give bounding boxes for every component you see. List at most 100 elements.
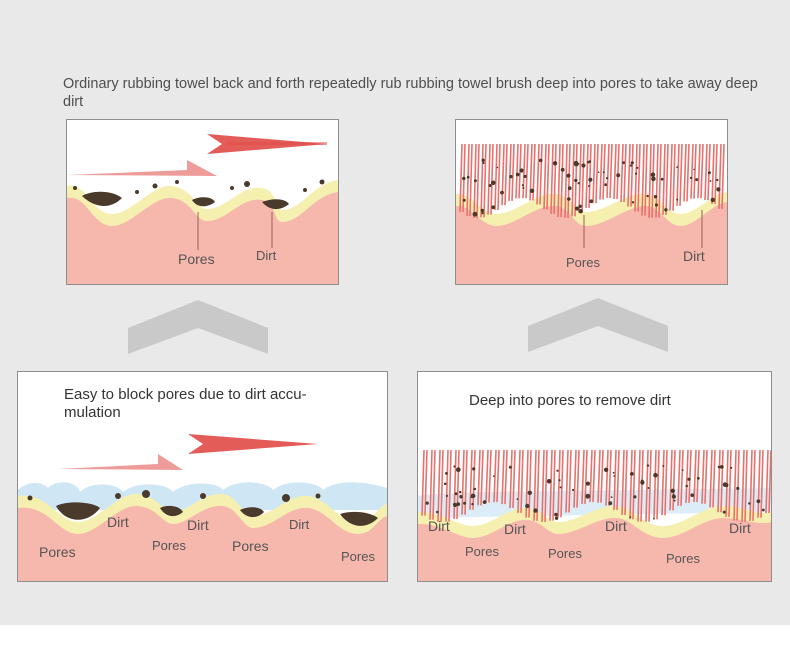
bristle — [669, 143, 676, 211]
dirt-speck — [496, 166, 499, 169]
pores-label: Pores — [232, 538, 269, 554]
dirt-speck — [482, 161, 485, 165]
dirt-speck — [689, 176, 693, 180]
dirt-speck — [559, 486, 562, 489]
pores-label: Pores — [465, 544, 499, 559]
dirt-speck — [459, 495, 463, 499]
dirt-speck — [654, 203, 658, 207]
dirt-label: Dirt — [107, 514, 129, 530]
panel-deep-clean: Deep into pores to remove dirt Dirt Pore… — [417, 371, 772, 582]
dirt-speck — [521, 184, 524, 187]
dirt-speck — [610, 496, 613, 498]
dirt-speck — [516, 498, 519, 500]
dirt-speck — [719, 465, 724, 469]
dirt-speck — [631, 201, 635, 204]
brush-bristles — [459, 143, 725, 218]
bristle — [627, 143, 634, 207]
dirt-speck — [660, 177, 664, 181]
dirt-speck — [445, 494, 448, 497]
dirt-speck — [538, 158, 543, 163]
dirt-speck — [578, 204, 582, 208]
chevron-up-icon — [528, 298, 668, 352]
dirt-speck — [696, 476, 700, 480]
bristle — [485, 449, 492, 503]
bristle — [421, 449, 428, 516]
dirt-speck — [676, 198, 679, 201]
top-caption: Ordinary rubbing towel back and forth re… — [63, 76, 758, 110]
dirt-speck — [575, 206, 579, 211]
dirt-speck — [500, 190, 504, 195]
dirt-speck — [481, 211, 484, 215]
dirt-speck — [456, 502, 461, 506]
dirt-speck — [574, 178, 578, 183]
dirt-speck — [482, 500, 487, 504]
dirt-speck — [552, 161, 558, 166]
dirt-speck — [736, 486, 740, 490]
dirt-speck — [603, 467, 609, 472]
bristle — [717, 449, 724, 513]
dirt-speck — [646, 464, 650, 467]
pores-label: Pores — [178, 251, 215, 267]
dirt-speck — [653, 518, 655, 520]
dirt-speck — [662, 465, 665, 467]
bristle — [733, 449, 740, 521]
dirt-speck — [470, 496, 472, 499]
dirt-speck — [629, 516, 632, 519]
dirt-speck — [710, 197, 715, 203]
dirt-speck — [493, 475, 495, 478]
dirt-speck — [676, 166, 678, 168]
bristle — [693, 449, 700, 503]
bristle — [578, 143, 585, 213]
dirt-label: Dirt — [289, 517, 310, 532]
dirt-speck — [597, 171, 600, 173]
dirt-speck — [572, 488, 575, 492]
dirt-speck — [716, 178, 719, 182]
bristle — [493, 449, 500, 503]
bristle — [718, 143, 725, 209]
dirt-speck — [687, 477, 691, 481]
dirt-speck — [436, 510, 439, 514]
dirt-speck — [761, 508, 765, 512]
dirt-speck — [717, 465, 721, 469]
bristle — [509, 449, 516, 509]
dirt-speck — [602, 171, 605, 174]
skin-illustration-brush — [456, 143, 727, 284]
dirt-speck — [554, 512, 558, 517]
dirt-speck — [525, 503, 530, 509]
dirt-speck — [472, 211, 478, 217]
dirt-speck — [647, 487, 650, 489]
bristle — [711, 143, 718, 204]
dirt-speck — [443, 482, 447, 486]
bristle — [508, 143, 515, 201]
dirt-speck — [566, 173, 571, 178]
dirt-speck — [695, 178, 699, 182]
bristle — [653, 449, 660, 520]
bristle — [741, 449, 748, 523]
bristle — [469, 449, 476, 510]
page-footer-strip — [0, 625, 790, 668]
bristle — [557, 143, 564, 218]
dirt-speck — [453, 502, 457, 507]
dirt-speck — [629, 164, 633, 167]
dirt-speck — [462, 176, 466, 181]
dirt-speck — [653, 472, 658, 478]
dirt-speck — [459, 490, 462, 494]
dirt-speck — [673, 499, 676, 502]
dirt-speck — [646, 194, 649, 198]
dirt-speck — [558, 479, 561, 482]
dirt-speck — [529, 188, 535, 193]
skin-illustration-blocked — [18, 434, 387, 581]
bristle — [589, 449, 596, 503]
dirt-speck — [466, 175, 470, 179]
bristle — [697, 143, 704, 199]
bristle — [637, 449, 644, 522]
bristle — [662, 143, 669, 216]
dirt-speck — [589, 199, 594, 204]
bristle — [629, 449, 636, 520]
bristle — [709, 449, 716, 508]
dirt-label: Dirt — [428, 518, 450, 534]
pores-label: Pores — [666, 551, 700, 566]
dirt-speck — [634, 172, 638, 175]
bristle — [621, 449, 628, 516]
dirt-speck — [508, 465, 512, 469]
